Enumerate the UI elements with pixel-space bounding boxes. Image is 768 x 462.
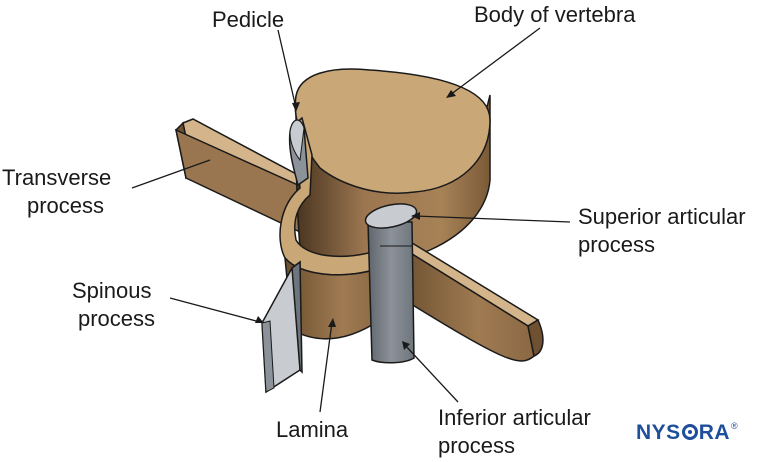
logo-text-post: RA: [698, 421, 731, 444]
logo-text-pre: NYS: [636, 421, 681, 444]
transverse-process-right: [394, 237, 544, 362]
label-superior-line1: Superior articular: [578, 204, 746, 229]
logo-registered: ®: [731, 421, 739, 431]
label-transverse-line2: process: [27, 193, 105, 218]
logo-o-icon: [681, 424, 698, 440]
label-superior-line2: process: [578, 232, 656, 257]
label-spinous-line1: Spinous: [72, 278, 152, 303]
leader-pedicle: [277, 29, 297, 109]
label-spinous-line2: process: [78, 306, 156, 331]
arrowhead-lamina: [328, 318, 336, 327]
leader-superior: [414, 215, 571, 223]
label-transverse-line1: Transverse: [2, 165, 112, 190]
leader-arrowheads: [255, 90, 456, 350]
label-inferior-line2: process: [438, 433, 516, 458]
arrowhead-body: [446, 90, 456, 98]
nysora-logo: NYS RA®: [636, 421, 738, 445]
label-lamina: Lamina: [276, 417, 349, 442]
arrowhead-superior: [411, 212, 420, 220]
vertebral-body: [294, 68, 491, 265]
leader-lamina: [319, 321, 333, 413]
leader-inferior: [403, 343, 459, 403]
label-inferior-line1: Inferior articular: [438, 405, 591, 430]
label-pedicle: Pedicle: [212, 7, 285, 32]
arrowhead-inferior: [402, 341, 410, 350]
pedicle-gray-facet: [288, 119, 309, 187]
leader-body: [449, 27, 541, 96]
transverse-process-left: [174, 118, 301, 234]
spinous-process: [261, 260, 303, 394]
articular-column: [364, 203, 418, 364]
arrowhead-spinous: [255, 316, 264, 323]
leader-transverse: [131, 159, 211, 189]
label-body-of-vertebra: Body of vertebra: [474, 2, 636, 27]
leader-spinous: [169, 297, 261, 323]
leader-lines: [131, 27, 571, 413]
arrowhead-pedicle: [292, 102, 300, 112]
